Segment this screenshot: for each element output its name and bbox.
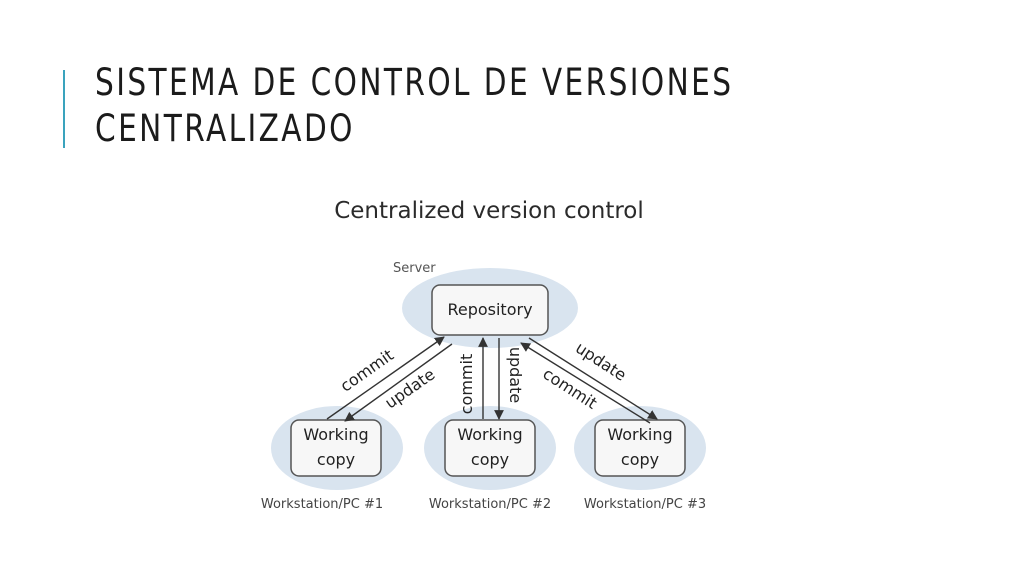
- commit-label-2: commit: [457, 354, 476, 414]
- working-copy-2-line1: Working: [457, 425, 522, 444]
- workstation-3-label: Workstation/PC #3: [584, 497, 706, 512]
- working-copy-node-3: Working copy: [594, 419, 686, 477]
- working-copy-2-line2: copy: [471, 450, 509, 469]
- commit-arrow-3: [520, 342, 651, 424]
- commit-label-1: commit: [337, 345, 397, 395]
- diagram-heading: Centralized version control: [334, 198, 644, 224]
- working-copy-3-line2: copy: [621, 450, 659, 469]
- update-arrow-1: [344, 343, 453, 422]
- slide-title-line1: Sistema de control de versiones: [95, 61, 734, 104]
- repository-node: Repository: [431, 284, 549, 336]
- working-copy-1-line2: copy: [317, 450, 355, 469]
- workstation-2-label: Workstation/PC #2: [429, 497, 551, 512]
- update-arrow-3: [528, 337, 658, 420]
- working-copy-1-line1: Working: [303, 425, 368, 444]
- repository-label: Repository: [447, 300, 532, 319]
- working-copy-node-2: Working copy: [444, 419, 536, 477]
- working-copy-node-1: Working copy: [290, 419, 382, 477]
- update-label-2: update: [506, 347, 525, 403]
- workstation-1-label: Workstation/PC #1: [261, 497, 383, 512]
- title-accent-bar: [63, 70, 65, 148]
- commit-arrow-1: [326, 336, 445, 420]
- slide-title-line2: centralizado: [95, 107, 355, 150]
- server-label: Server: [393, 261, 436, 276]
- commit-label-3: commit: [539, 364, 600, 413]
- working-copy-3-line1: Working: [607, 425, 672, 444]
- update-label-3: update: [572, 338, 630, 385]
- slide-title: Sistema de control de versiones centrali…: [95, 60, 733, 152]
